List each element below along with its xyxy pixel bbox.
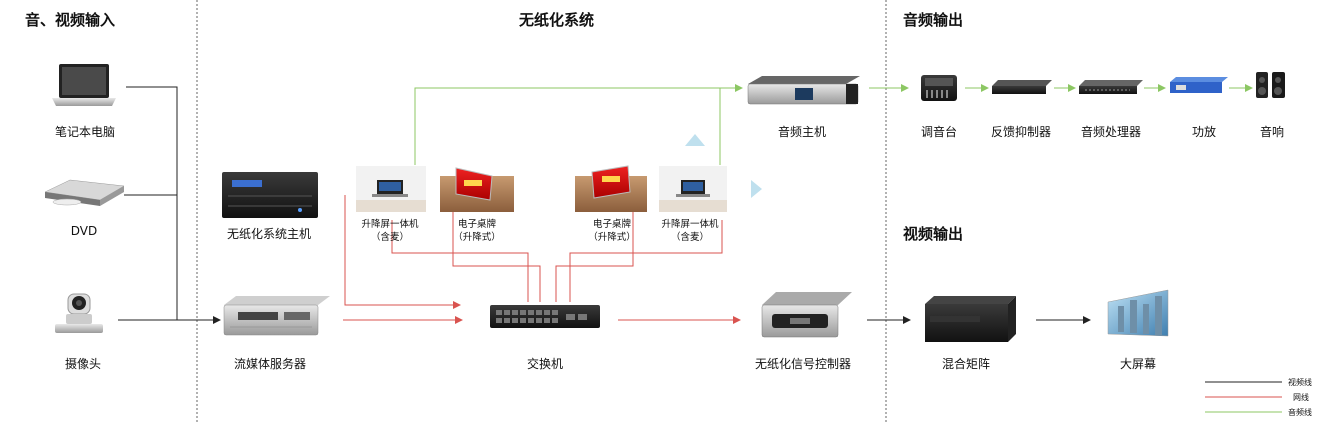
label-nameplate-2: 电子桌牌 （升降式） bbox=[588, 218, 636, 244]
label-signal-controller: 无纸化信号控制器 bbox=[754, 357, 852, 371]
label-audio-host: 音频主机 bbox=[777, 125, 827, 139]
section-title-video-out: 视频输出 bbox=[903, 225, 964, 243]
nameplate-device-2 bbox=[575, 165, 647, 212]
speaker-device bbox=[1256, 72, 1285, 98]
label-paperless-host: 无纸化系统主机 bbox=[226, 227, 312, 241]
audio-host-device bbox=[747, 76, 860, 105]
signal-controller-device bbox=[761, 292, 852, 338]
label-matrix: 混合矩阵 bbox=[941, 357, 991, 371]
label-camera: 摄像头 bbox=[64, 357, 102, 371]
label-lift-screen-1: 升降屏一体机 （含麦） bbox=[361, 218, 418, 244]
label-mixer: 调音台 bbox=[920, 125, 958, 139]
matrix-device bbox=[925, 296, 1016, 342]
camera-device bbox=[55, 293, 103, 333]
label-lift-screen-1-line1: 升降屏一体机 bbox=[361, 219, 419, 230]
big-screen-device bbox=[1107, 289, 1169, 337]
label-feedback-suppressor: 反馈抑制器 bbox=[990, 125, 1052, 139]
label-dvd: DVD bbox=[70, 224, 98, 238]
label-big-screen: 大屏幕 bbox=[1119, 357, 1157, 371]
label-lift-screen-2: 升降屏一体机 （含麦） bbox=[661, 218, 718, 244]
label-nameplate-2-line2: （升降式） bbox=[588, 232, 636, 243]
section-title-paperless: 无纸化系统 bbox=[519, 11, 595, 29]
label-lift-screen-1-line2: （含麦） bbox=[370, 232, 410, 243]
streaming-server-device bbox=[223, 296, 330, 336]
legend-label-video: 视频线 bbox=[1288, 378, 1312, 387]
dvd-device bbox=[44, 179, 125, 206]
lift-screen-device-1 bbox=[356, 166, 426, 212]
audio-lines bbox=[414, 84, 1253, 165]
label-lift-screen-2-line2: （含麦） bbox=[670, 232, 710, 243]
audio-processor-device bbox=[1079, 80, 1143, 94]
label-nameplate-1-line1: 电子桌牌 bbox=[457, 219, 497, 230]
label-speaker: 音响 bbox=[1259, 125, 1285, 139]
switch-device bbox=[490, 305, 600, 328]
label-audio-processor: 音频处理器 bbox=[1080, 125, 1142, 139]
feedback-suppressor-device bbox=[992, 80, 1052, 94]
section-title-input: 音、视频输入 bbox=[25, 11, 116, 29]
label-nameplate-2-line1: 电子桌牌 bbox=[592, 219, 632, 230]
nameplate-device-1 bbox=[440, 167, 514, 212]
label-amplifier: 功放 bbox=[1191, 125, 1217, 139]
decorative-triangle-up bbox=[685, 134, 705, 146]
legend-label-network: 网线 bbox=[1293, 393, 1309, 402]
legend-label-audio: 音频线 bbox=[1288, 408, 1312, 417]
paperless-host-device bbox=[222, 172, 318, 218]
section-title-audio-out: 音频输出 bbox=[903, 11, 964, 29]
network-lines bbox=[343, 195, 741, 324]
amplifier-device bbox=[1170, 77, 1228, 93]
label-nameplate-1: 电子桌牌 （升降式） bbox=[453, 218, 501, 244]
input-video-lines bbox=[118, 86, 221, 324]
label-nameplate-1-line2: （升降式） bbox=[453, 232, 501, 243]
laptop-device bbox=[52, 64, 116, 106]
label-laptop: 笔记本电脑 bbox=[54, 125, 116, 139]
decorative-triangle-right bbox=[751, 180, 762, 198]
label-lift-screen-2-line1: 升降屏一体机 bbox=[661, 219, 719, 230]
lift-screen-device-2 bbox=[659, 166, 727, 212]
label-switch: 交换机 bbox=[526, 357, 564, 371]
mixer-device bbox=[921, 75, 957, 101]
label-streaming-server: 流媒体服务器 bbox=[233, 357, 307, 371]
